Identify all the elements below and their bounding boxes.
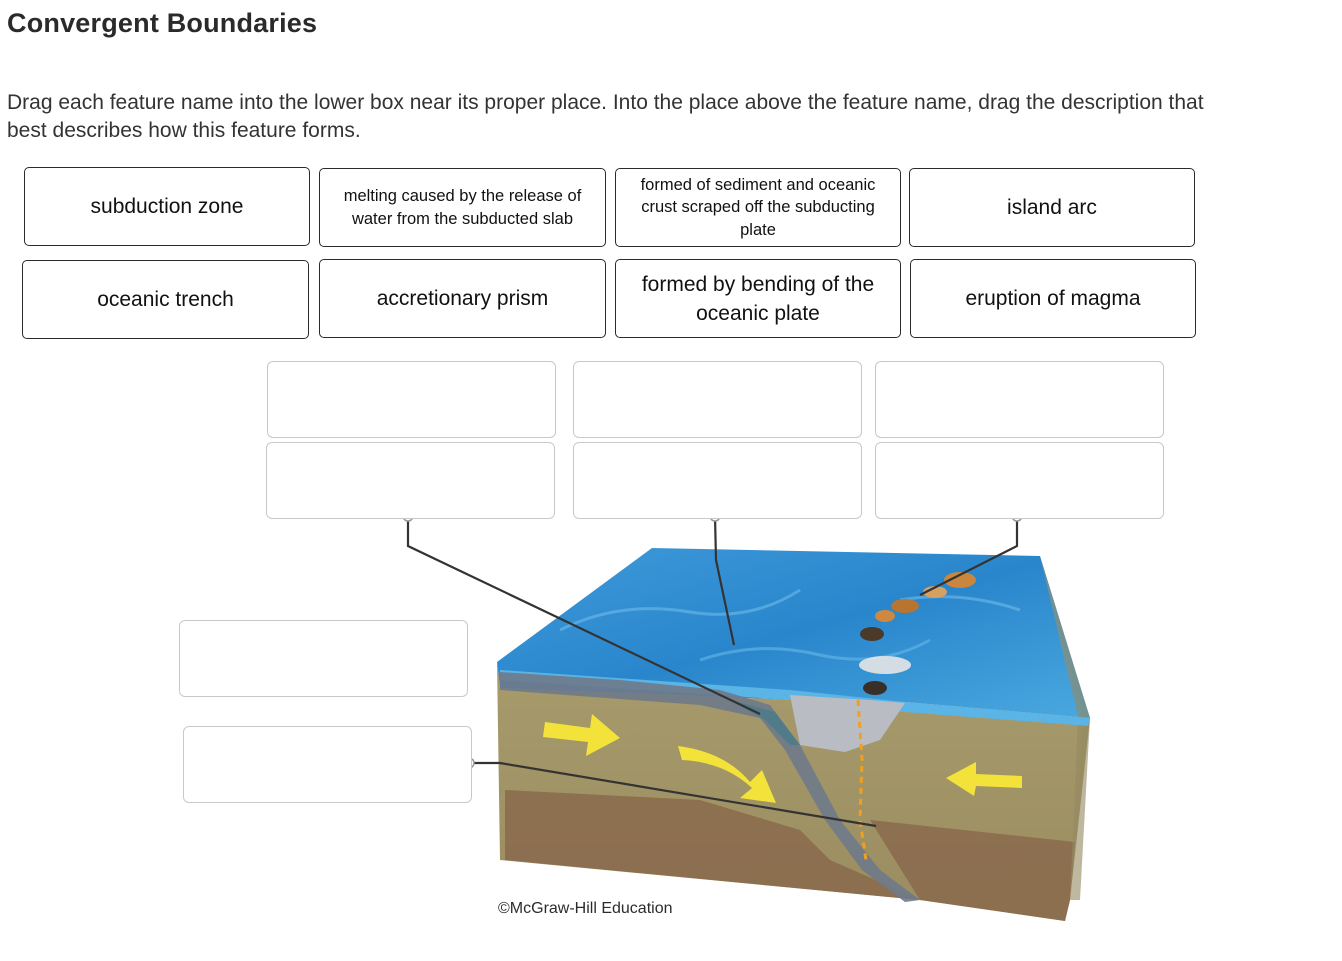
plate-motion-arrow-right [946, 762, 1022, 796]
chip-island-arc[interactable]: island arc [909, 168, 1195, 247]
chip-subduction-zone[interactable]: subduction zone [24, 167, 310, 246]
page-title: Convergent Boundaries [7, 8, 318, 38]
subducting-slab [500, 672, 920, 902]
chip-sediment-scraped-off[interactable]: formed of sediment and oceanic crust scr… [615, 168, 901, 247]
chip-eruption-of-magma[interactable]: eruption of magma [910, 259, 1196, 338]
subduction-arrow [678, 746, 776, 803]
plate-motion-arrow-left [543, 714, 620, 756]
chip-oceanic-trench[interactable]: oceanic trench [22, 260, 309, 339]
drop-target-feature-1[interactable] [266, 442, 555, 519]
drop-target-feature-2[interactable] [573, 442, 862, 519]
drop-target-description-1[interactable] [267, 361, 556, 438]
drop-target-description-4[interactable] [179, 620, 468, 697]
drop-target-feature-4[interactable] [183, 726, 472, 803]
island-arc-volcanoes [859, 572, 976, 695]
drop-target-description-3[interactable] [875, 361, 1164, 438]
instructions-text: Drag each feature name into the lower bo… [7, 91, 1204, 142]
chip-accretionary-prism[interactable]: accretionary prism [319, 259, 606, 338]
magma-conduit [856, 699, 868, 861]
accretionary-wedge [790, 695, 905, 752]
chip-bending-oceanic-plate[interactable]: formed by bending of the oceanic plate [615, 259, 901, 338]
image-credit: ©McGraw-Hill Education [498, 900, 673, 917]
drop-target-feature-3[interactable] [875, 442, 1164, 519]
mantle-layer [505, 790, 920, 900]
drop-target-description-2[interactable] [573, 361, 862, 438]
leader-lines [406, 515, 1019, 828]
chip-melting-water-release[interactable]: melting caused by the release of water f… [319, 168, 606, 247]
